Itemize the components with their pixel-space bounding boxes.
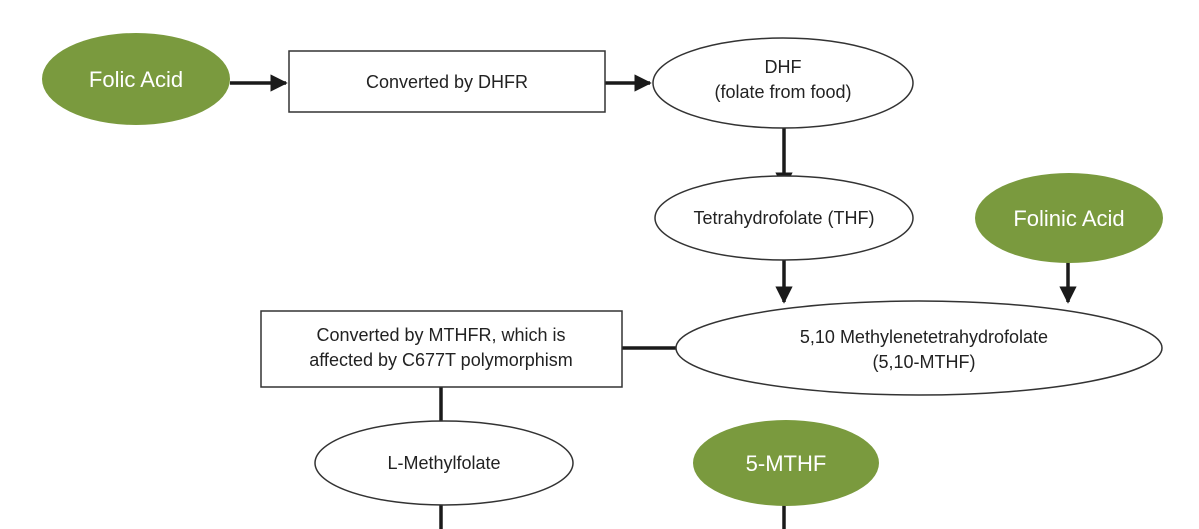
node-label-line1: DHF	[765, 57, 802, 77]
node-shape	[652, 37, 914, 129]
node-shape	[260, 310, 623, 388]
node-label: Folic Acid	[89, 67, 183, 92]
node-shape	[654, 175, 914, 261]
node-label-line2: (folate from food)	[714, 82, 851, 102]
node-folinic-acid: Folinic Acid	[975, 173, 1163, 263]
node-shape	[288, 50, 606, 113]
node-label: 5-MTHF	[746, 451, 827, 476]
node-shape	[42, 33, 230, 125]
node-thf: Tetrahydrofolate (THF)	[654, 175, 914, 261]
node-l-methylfolate: L-Methylfolate	[314, 420, 574, 506]
connectors	[230, 74, 1077, 529]
node-shape	[314, 420, 574, 506]
node-label: Tetrahydrofolate (THF)	[693, 208, 874, 228]
node-mthfr-step: Converted by MTHFR, which is affected by…	[260, 310, 623, 388]
node-5-mthf: 5-MTHF	[693, 420, 879, 506]
node-methylene-thf: 5,10 Methylenetetrahydrofolate (5,10-MTH…	[675, 300, 1163, 396]
node-shape	[975, 173, 1163, 263]
node-dhfr-step: Converted by DHFR	[288, 50, 606, 113]
node-label-line1: Converted by MTHFR, which is	[316, 325, 565, 345]
node-shape	[675, 300, 1163, 396]
node-label: Folinic Acid	[1013, 206, 1124, 231]
node-label: Converted by DHFR	[366, 72, 528, 92]
node-folic-acid: Folic Acid	[42, 33, 230, 125]
node-label-line2: (5,10-MTHF)	[873, 352, 976, 372]
node-label-line1: 5,10 Methylenetetrahydrofolate	[800, 327, 1048, 347]
node-label: L-Methylfolate	[387, 453, 500, 473]
node-shape	[693, 420, 879, 506]
node-label-line2: affected by C677T polymorphism	[309, 350, 572, 370]
node-dhf: DHF (folate from food)	[652, 37, 914, 129]
